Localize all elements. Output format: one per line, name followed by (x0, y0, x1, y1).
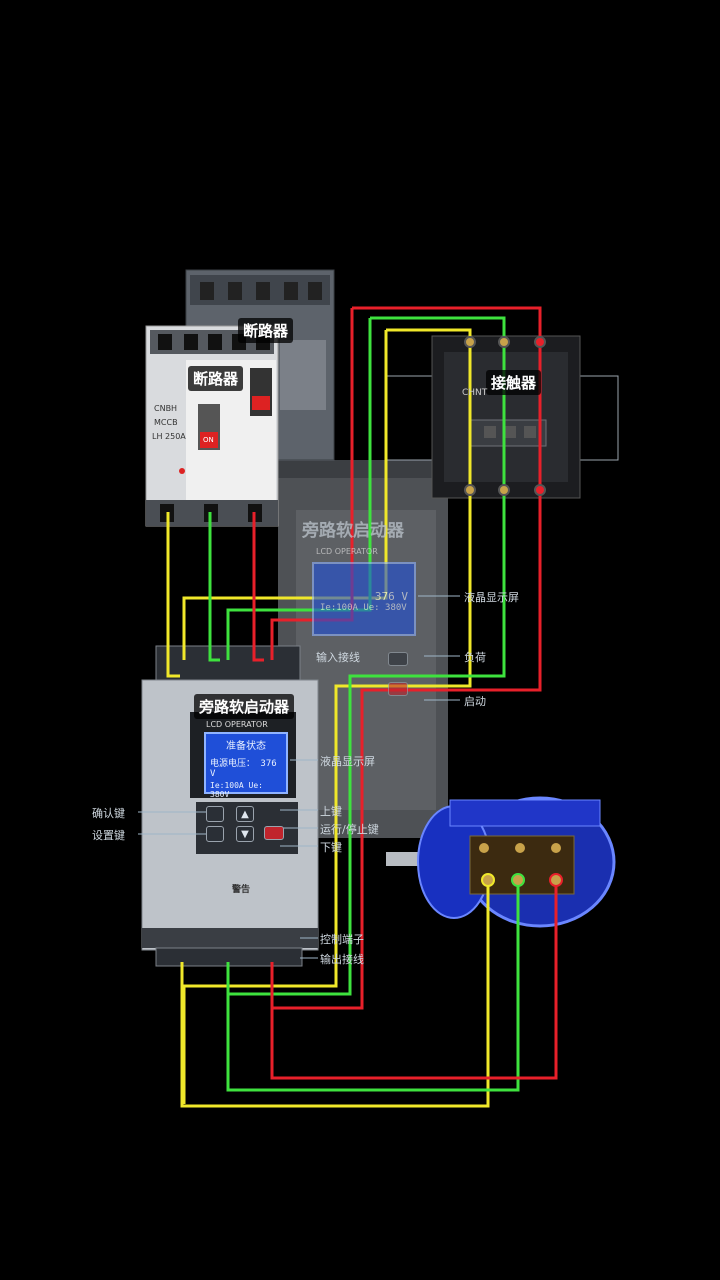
breaker-rating: LH 250A (152, 432, 186, 441)
lcd-front-line3: Ie:100A Ue: 380V (210, 781, 263, 799)
warning-title: 警告 (232, 885, 251, 895)
callout-back-start: 启动 (464, 695, 486, 708)
down-arrow-icon: ▼ (241, 829, 249, 840)
breaker-back-label: 断路器 (238, 318, 294, 343)
lcd-back-line3: Ie:100A Ue: 380V (320, 603, 407, 613)
contactor-label: 接触器 (486, 370, 542, 395)
run-stop-key[interactable] (264, 826, 284, 840)
terminals (464, 336, 563, 887)
softstarter-back-lcd-operator: LCD OPERATOR (316, 547, 378, 556)
softstarter-front-lcd: 准备状态 电源电压： 376 V Ie:100A Ue: 380V (204, 732, 288, 799)
back-run-key (388, 682, 408, 696)
callout-lines (138, 595, 460, 959)
softstarter-front-lcd-operator: LCD OPERATOR (206, 720, 268, 729)
softstarter-back-label: 旁路软启动器 (302, 521, 404, 541)
up-arrow-icon: ▲ (241, 809, 249, 820)
softstarter-back-lcd: 376 V Ie:100A Ue: 380V (312, 562, 416, 636)
confirm-key[interactable] (206, 806, 224, 822)
wires (166, 306, 558, 1108)
callout-down-key: 下键 (320, 841, 342, 854)
back-key-1 (388, 652, 408, 666)
callout-back-lcd: 液晶显示屏 (464, 591, 519, 604)
up-key[interactable]: ▲ (236, 806, 254, 822)
callout-control-terminal: 控制端子 (320, 933, 364, 946)
breaker-model: MCCB (154, 418, 178, 427)
lcd-back-line2: 376 V (374, 590, 408, 603)
callout-output: 输出接线 (320, 953, 364, 966)
lcd-front-line2: 电源电压： 376 V (210, 759, 277, 779)
breaker-front-label: 断路器 (188, 366, 244, 391)
callout-back-input: 输入接线 (316, 651, 360, 664)
callout-confirm-key: 确认键 (92, 807, 125, 820)
callout-set-key: 设置键 (92, 829, 125, 842)
lcd-front-line1: 准备状态 (226, 741, 266, 752)
breaker-on-label: ON (203, 436, 214, 444)
set-key[interactable] (206, 826, 224, 842)
contactor-brand: CHNT (462, 388, 488, 398)
callout-run-stop: 运行/停止键 (320, 823, 379, 836)
callout-front-lcd: 液晶显示屏 (320, 755, 375, 768)
callout-back-load: 负荷 (464, 651, 486, 664)
softstarter-front-label: 旁路软启动器 (194, 694, 295, 719)
callout-up-key: 上键 (320, 805, 342, 818)
breaker-brand: CNBH (154, 404, 178, 413)
down-key[interactable]: ▼ (236, 826, 254, 842)
